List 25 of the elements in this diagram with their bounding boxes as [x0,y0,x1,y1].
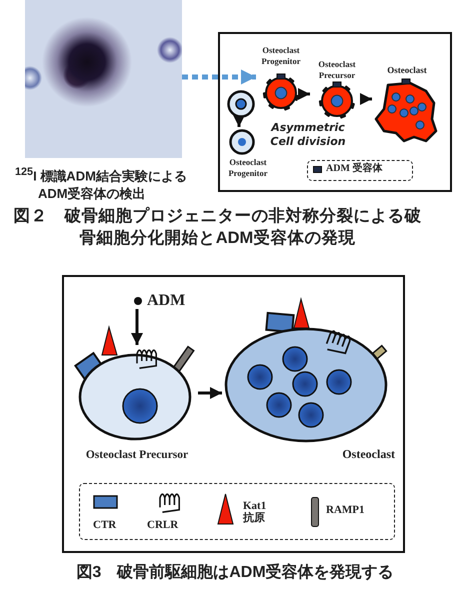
legend-label: CTR [93,518,116,532]
cell-label: Osteoclast Progenitor [227,157,269,179]
arrow [233,115,245,127]
cell-label: Osteoclast Progenitor [260,45,302,67]
legend-label: Kat1 抗原 [243,500,268,524]
cell-label: Osteoclast [342,447,395,461]
cell-label: Osteoclast Precursor [317,59,357,81]
legend-label: CRLR [147,518,178,532]
figure-caption: 図２ 破骨細胞プロジェニターの非対称分裂による破骨細胞分化開始とADM受容体の発現 [12,206,422,249]
arrow [131,309,143,345]
cell-label: Osteoclast [386,65,428,76]
micrograph-picture [25,0,182,158]
legend-label: ADM 受容体 [326,162,382,176]
arrow [182,70,256,84]
figure-panel [62,275,405,553]
figure-caption: 図3 破骨前駆細胞はADM受容体を発現する [75,562,395,583]
molecule-label: ADM [147,291,186,311]
cell-label: Osteoclast Precursor [84,448,190,462]
legend-label: RAMP1 [326,503,364,517]
arrow [198,387,222,399]
arrow [298,88,310,100]
annotation-label: Asymmetric Cell division [269,121,347,149]
figure-caption: $^{125}$I 標識ADM結合実験によるADM受容体の検出 [15,165,188,204]
figure-panel [218,32,452,192]
arrow [360,93,372,105]
